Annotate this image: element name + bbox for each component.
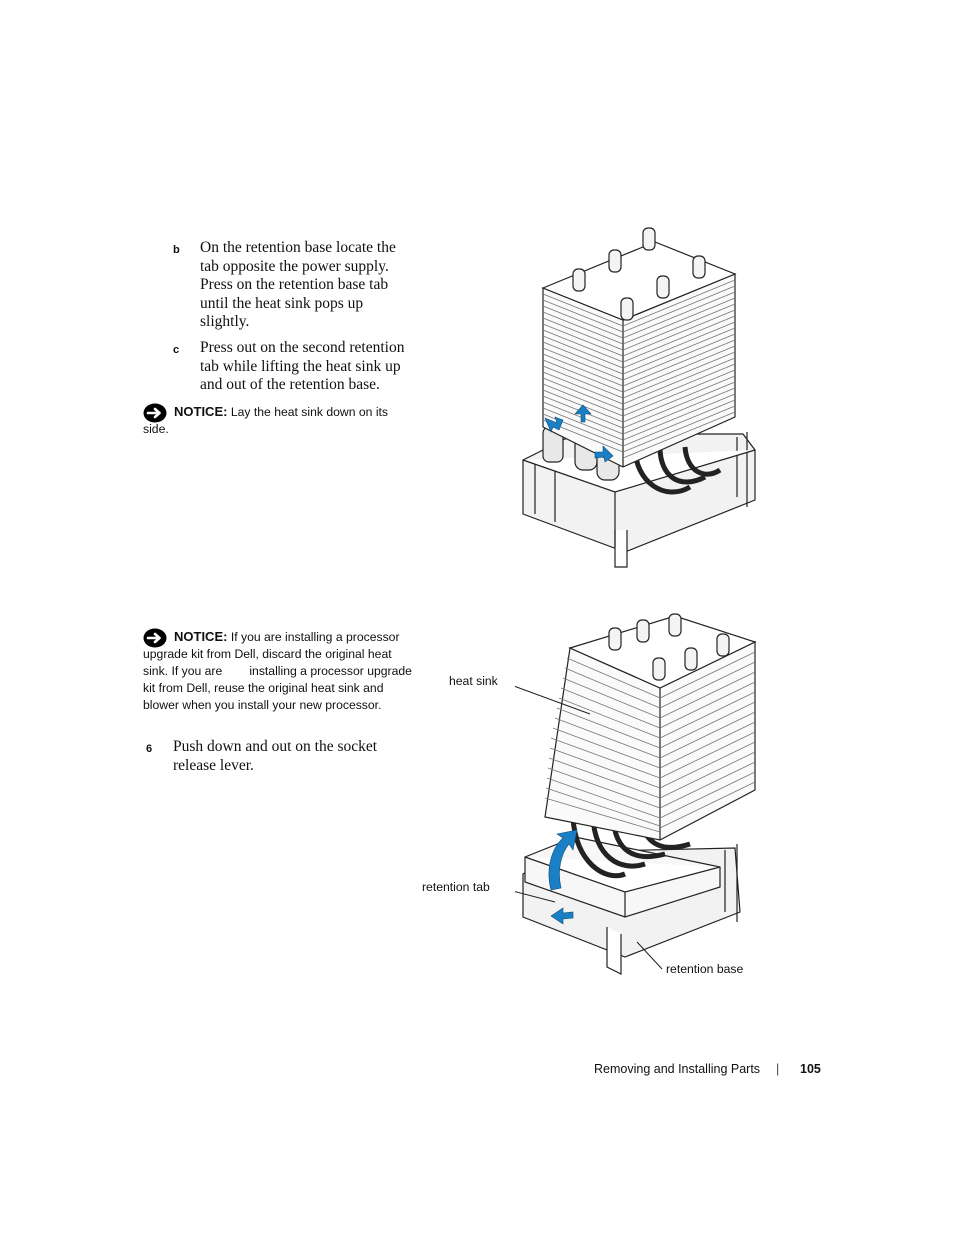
- notice-text: Lay the heat sink down on its side.: [143, 405, 389, 436]
- notice-hand-icon: [143, 403, 167, 423]
- notice-text: If you are installing a processor upgrad…: [143, 630, 416, 712]
- step-marker: b: [173, 244, 180, 256]
- step-6: 6 Push down and out on the socket releas…: [146, 738, 393, 775]
- page-number: 105: [800, 1062, 821, 1076]
- step-marker: c: [173, 344, 180, 356]
- callout-heat-sink: heat sink: [449, 674, 498, 688]
- notice-label: NOTICE:: [174, 404, 228, 419]
- heat-sink-labeled-figure: [515, 613, 757, 975]
- step-marker: 6: [146, 743, 153, 755]
- footer-section-title: Removing and Installing Parts: [594, 1062, 761, 1076]
- heat-sink-removal-figure: [522, 227, 756, 568]
- callout-retention-tab: retention tab: [422, 880, 490, 894]
- footer-separator: |: [776, 1062, 780, 1076]
- notice-lay-down: NOTICE: Lay the heat sink down on its si…: [143, 403, 413, 438]
- notice-label: NOTICE:: [174, 629, 228, 644]
- step-b: b On the retention base locate the tab o…: [173, 239, 412, 332]
- step-c: c Press out on the second retention tab …: [173, 339, 412, 395]
- step-text: Push down and out on the socket release …: [173, 738, 378, 774]
- step-text: Press out on the second retention tab wh…: [200, 339, 405, 393]
- notice-upgrade-kit: NOTICE: If you are installing a processo…: [143, 628, 413, 714]
- notice-hand-icon: [143, 628, 167, 648]
- step-text: On the retention base locate the tab opp…: [200, 239, 396, 330]
- callout-retention-base: retention base: [666, 962, 744, 976]
